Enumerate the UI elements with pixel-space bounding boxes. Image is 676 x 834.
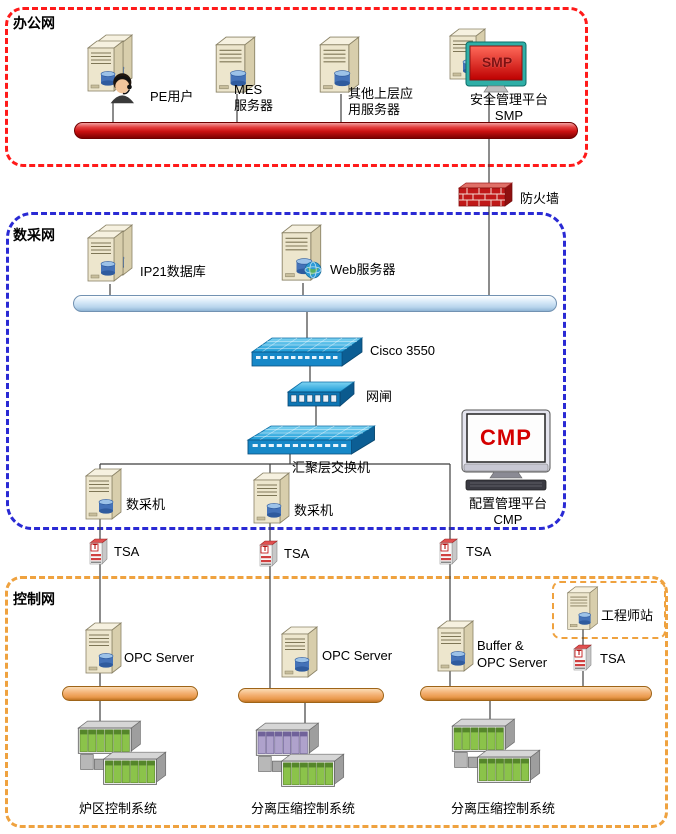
control-system2-racks-icon	[256, 723, 343, 786]
network-gap-icon	[287, 381, 355, 407]
aggregation-switch-label: 汇聚层交换机	[292, 460, 371, 475]
mes-server-label-line2: 服务器	[234, 98, 274, 113]
control-network-zone	[5, 576, 668, 828]
cmp-label-line2: CMP	[493, 512, 523, 527]
cisco-3550-switch-icon	[251, 337, 363, 367]
cmp-screen-text: CMP	[480, 425, 532, 450]
other-app-label: 其他上层应 用服务器	[348, 86, 413, 118]
smp-label-line2: SMP	[494, 108, 524, 123]
other-app-label-line2: 用服务器	[348, 102, 401, 117]
device-icons	[78, 28, 598, 786]
firewall-label: 防火墙	[520, 191, 560, 206]
daq-machine1-label: 数采机	[126, 497, 166, 512]
engineer-station-zone	[552, 581, 666, 639]
control-zone-label: 控制网	[13, 591, 55, 607]
mes-server-label: MES 服务器	[234, 82, 273, 114]
tsa4-label: TSA	[600, 651, 626, 666]
cmp-label: 配置管理平台 CMP	[446, 496, 570, 528]
control-system1-label: 炉区控制系统	[79, 801, 158, 816]
cmp-label-line1: 配置管理平台	[468, 496, 547, 511]
daq-machine2-label: 数采机	[294, 503, 334, 518]
tsa3-letter: T	[442, 544, 448, 551]
control-system1-racks-icon	[78, 721, 165, 784]
buffer-opc-label: Buffer & OPC Server	[477, 637, 547, 671]
office-network-zone	[5, 7, 588, 167]
opc2-server-icon	[281, 626, 318, 678]
daq-network-zone	[6, 212, 566, 530]
daq-zone-label: 数采网	[13, 227, 55, 243]
control-system3-racks-icon	[452, 719, 539, 782]
buffer-opc-label-line1: Buffer &	[477, 638, 524, 653]
ip21-label: IP21数据库	[140, 264, 206, 279]
ip21-server-icon	[88, 225, 132, 281]
tsa3-label: TSA	[466, 544, 492, 559]
control-system3-label: 分离压缩控制系统	[451, 801, 556, 816]
opc2-label: OPC Server	[322, 648, 393, 663]
control-bus-3	[420, 686, 652, 701]
buffer-opc-label-line2: OPC Server	[477, 655, 548, 670]
engineer-station-icon	[567, 586, 598, 630]
daq-bus	[73, 295, 557, 312]
network-gap-label: 网闸	[366, 389, 393, 404]
tsa1-letter: T	[92, 544, 98, 551]
engineer-station-label: 工程师站	[601, 608, 654, 623]
office-zone-label: 办公网	[13, 15, 55, 31]
smp-label-line1: 安全管理平台	[469, 92, 548, 107]
other-app-server-icon	[319, 36, 360, 93]
buffer-opc-server-icon	[437, 620, 474, 672]
tsa2-label: TSA	[284, 546, 310, 561]
other-app-label-line1: 其他上层应	[348, 86, 414, 101]
aggregation-switch-icon	[247, 425, 376, 455]
cisco-3550-label: Cisco 3550	[370, 343, 436, 358]
office-bus	[74, 122, 578, 139]
firewall-icon	[458, 182, 513, 207]
tsa2-letter: T	[262, 546, 268, 553]
globe-icon	[304, 261, 322, 279]
control-bus-1	[62, 686, 198, 701]
control-bus-2	[238, 688, 384, 703]
pe-user-label: PE用户	[150, 89, 194, 104]
daq-machine2-icon	[253, 472, 290, 524]
mes-server-label-line1: MES	[234, 82, 263, 97]
tsa1-label: TSA	[114, 544, 140, 559]
daq-machine1-icon	[85, 468, 122, 520]
opc1-label: OPC Server	[124, 650, 195, 665]
opc1-server-icon	[85, 622, 122, 674]
smp-screen-text: SMP	[481, 54, 513, 70]
control-system2-label: 分离压缩控制系统	[251, 801, 356, 816]
tsa4-letter: T	[576, 650, 582, 657]
web-server-label: Web服务器	[330, 262, 396, 277]
smp-label: 安全管理平台 SMP	[450, 92, 568, 124]
